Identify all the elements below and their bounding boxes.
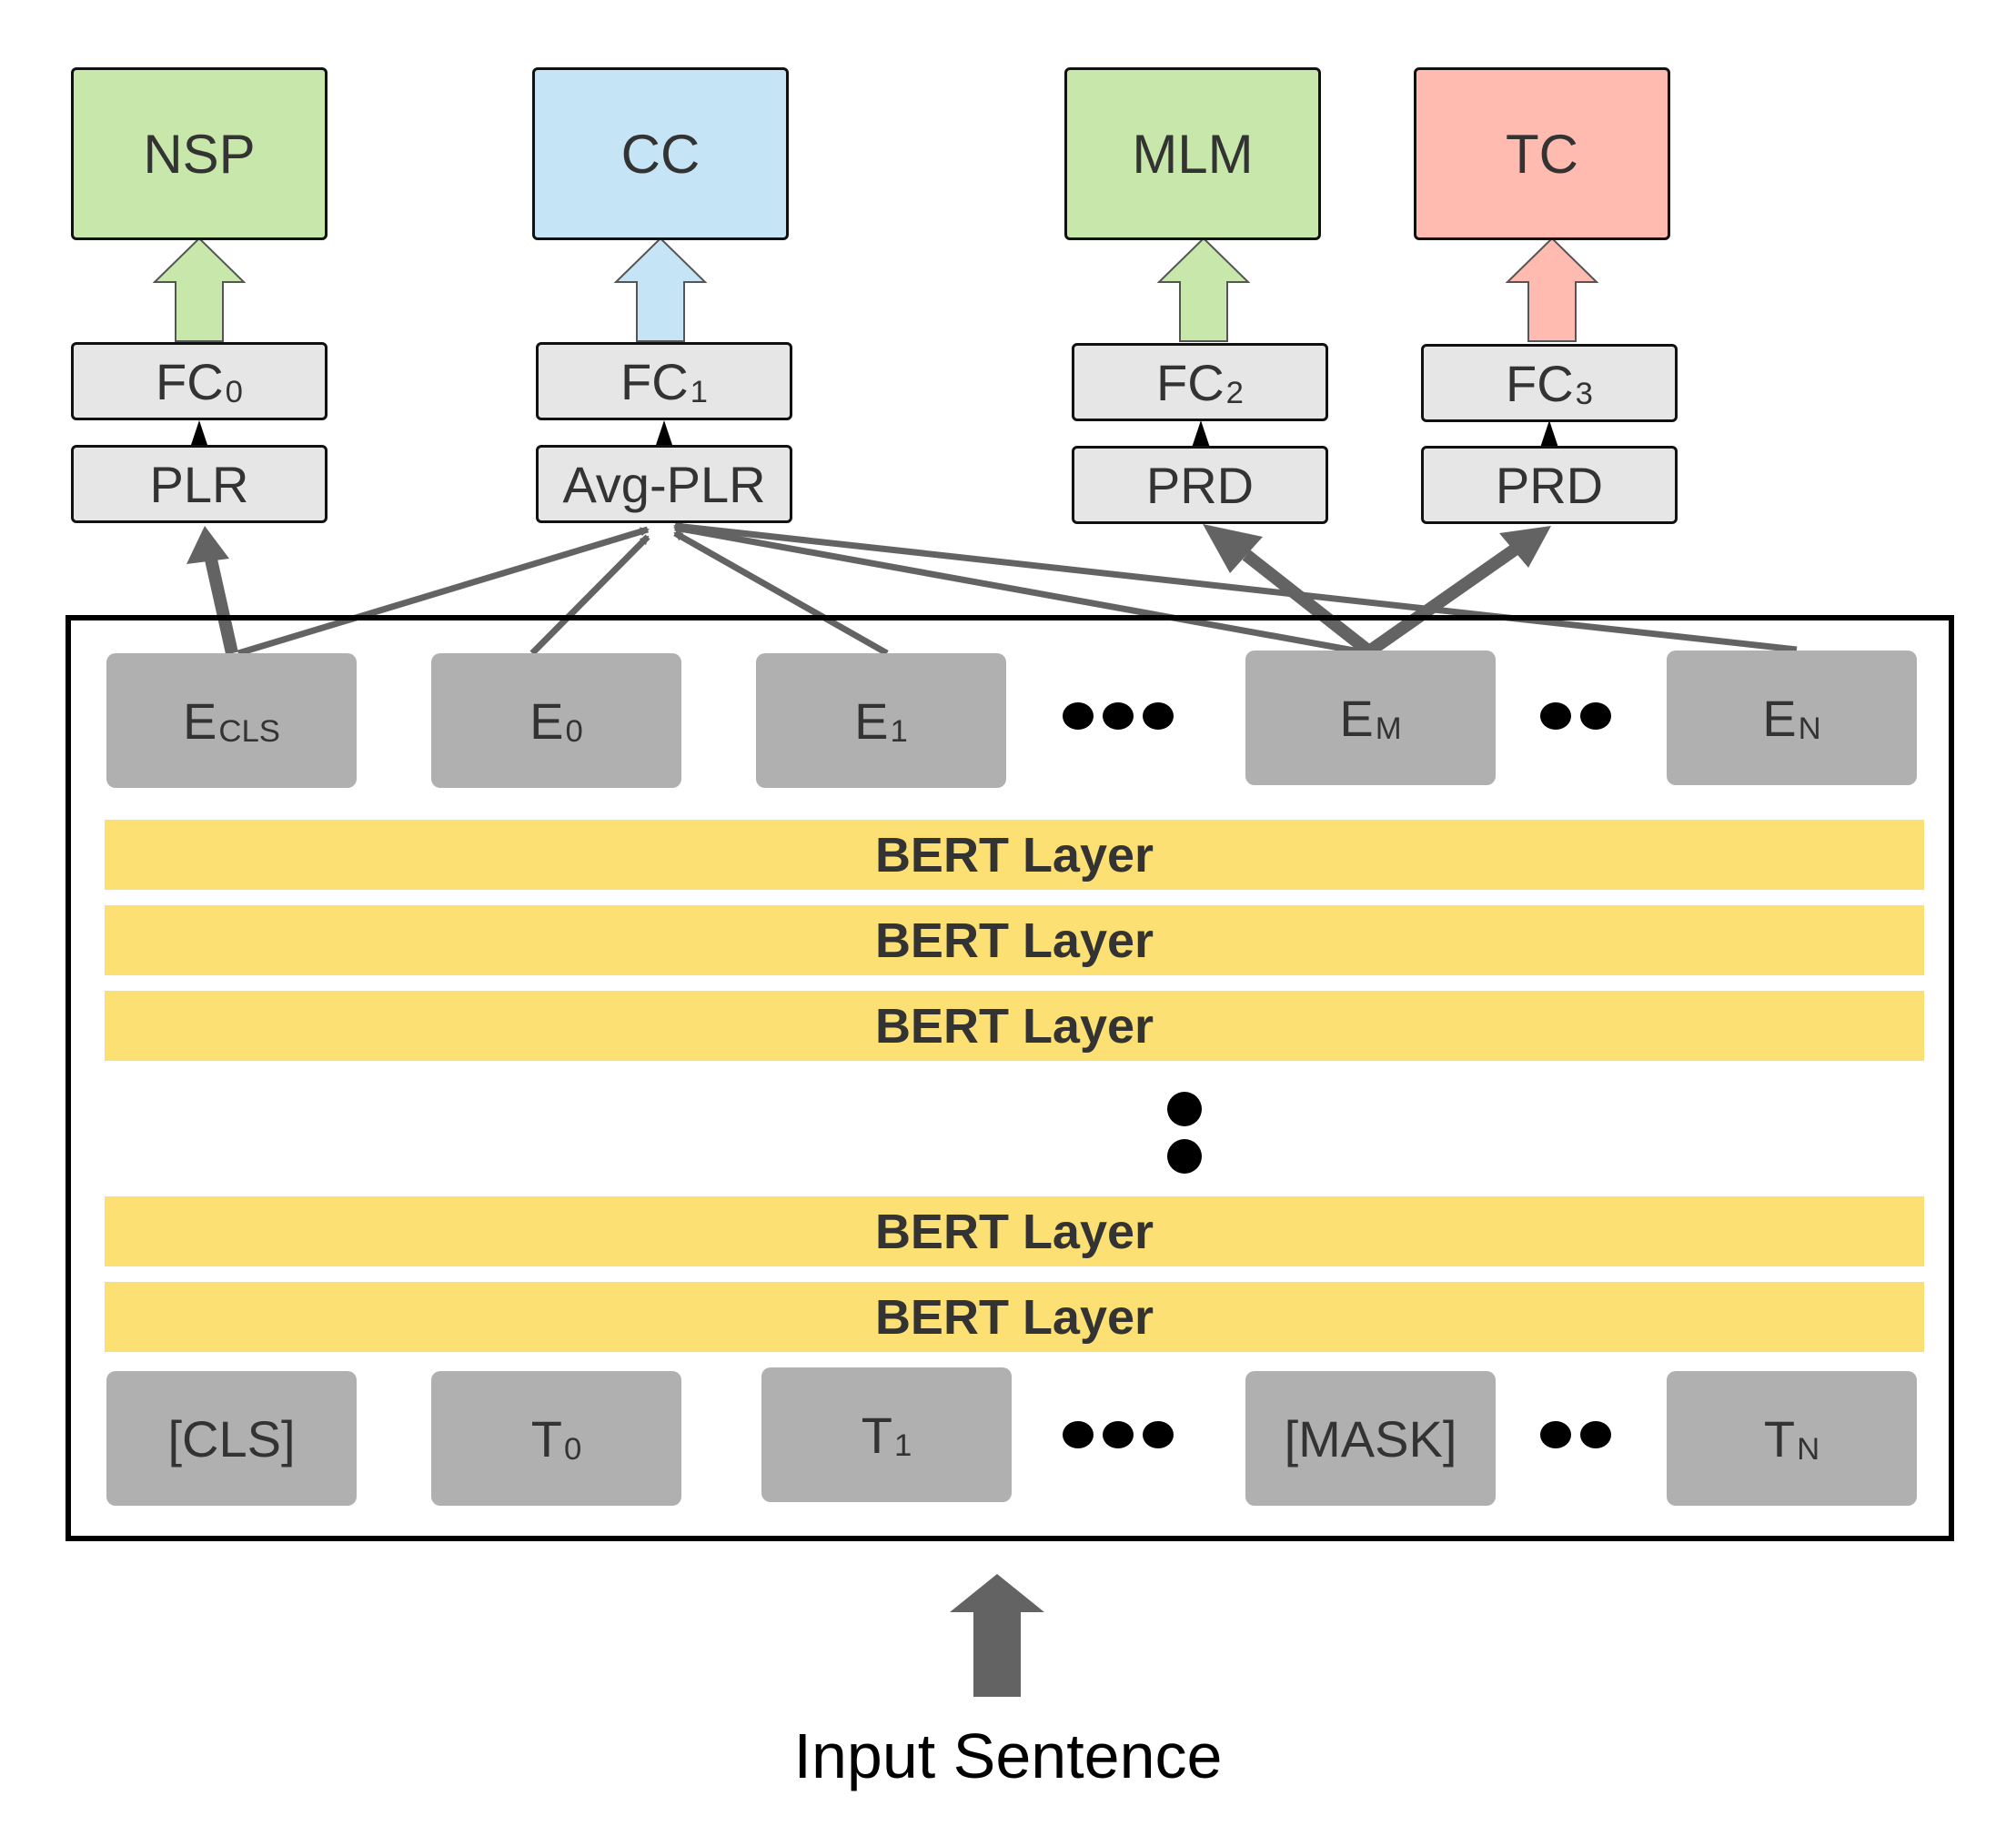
avgplr-to-fc1-arrow xyxy=(655,420,673,448)
task-label-nsp: NSP xyxy=(143,123,256,185)
bert-layer-label-3: BERT Layer xyxy=(874,998,1154,1054)
bert-layer-5: BERT Layer xyxy=(105,1282,1924,1352)
fc-label-1: FC xyxy=(620,352,689,410)
bert-layer-3: BERT Layer xyxy=(105,991,1924,1061)
fc-label-2: FC xyxy=(1156,353,1225,411)
task-label-tc: TC xyxy=(1506,123,1578,185)
fc-label-0: FC xyxy=(156,352,224,410)
fc-sub-2: 2 xyxy=(1225,375,1244,410)
fc-sub-0: 0 xyxy=(225,374,243,409)
task-box-cc: CC xyxy=(532,67,789,240)
bert-encoder-frame xyxy=(66,615,1954,1541)
ecls-to-plr-line xyxy=(205,558,238,655)
token-label-tn: T xyxy=(1763,1409,1796,1468)
embedding-ellipsis-1 xyxy=(1063,702,1174,730)
embedding-label-e0: E xyxy=(529,691,564,750)
em-to-avgplr-line xyxy=(673,524,1370,657)
embedding-ellipsis-2 xyxy=(1540,702,1611,730)
bert-layer-1: BERT Layer xyxy=(105,820,1924,890)
bert-layer-ellipsis xyxy=(1167,1092,1202,1174)
bert-layer-2: BERT Layer xyxy=(105,905,1924,975)
token-ellipsis-1 xyxy=(1063,1421,1174,1448)
embedding-sub-em: M xyxy=(1375,711,1402,746)
embedding-sub-e0: 0 xyxy=(565,713,583,749)
bert-layer-4: BERT Layer xyxy=(105,1196,1924,1266)
plr-to-fc0-arrow xyxy=(190,420,208,448)
input-sentence-label: Input Sentence xyxy=(793,1720,1223,1791)
embedding-sub-ecls: CLS xyxy=(218,713,280,749)
token-label-t1: T xyxy=(861,1406,892,1464)
nsp-output-arrow xyxy=(152,237,247,342)
embedding-sub-en: N xyxy=(1798,711,1821,746)
task-label-mlm: MLM xyxy=(1132,123,1254,185)
e0-to-avgplr-line xyxy=(529,534,650,656)
pool-label-plr: PLR xyxy=(149,455,249,513)
fc-sub-3: 3 xyxy=(1575,376,1593,411)
fc-sub-1: 1 xyxy=(690,374,708,409)
ecls-to-avgplr-line xyxy=(237,526,650,657)
tc-output-arrow xyxy=(1505,237,1599,342)
embedding-label-ecls: E xyxy=(183,691,217,750)
token-sub-t0: 0 xyxy=(563,1431,582,1467)
bert-layer-label-5: BERT Layer xyxy=(874,1289,1154,1345)
token-sub-tn: N xyxy=(1797,1431,1820,1467)
token-ellipsis-2 xyxy=(1540,1421,1611,1448)
e1-to-avgplr-line xyxy=(673,530,889,657)
pool-box-avg-plr: Avg-PLR xyxy=(536,445,792,523)
em-to-prd3-head xyxy=(1499,526,1551,568)
bert-layer-label-2: BERT Layer xyxy=(874,913,1154,968)
task-box-mlm: MLM xyxy=(1064,67,1321,240)
token-label-t0: T xyxy=(530,1409,562,1468)
ecls-to-plr-head xyxy=(186,526,229,564)
pool-box-plr: PLR xyxy=(71,445,328,523)
task-box-nsp: NSP xyxy=(71,67,328,240)
token-mask: [MASK] xyxy=(1245,1371,1496,1506)
task-label-cc: CC xyxy=(620,123,701,185)
em-to-prd3-line xyxy=(1365,544,1519,657)
em-to-prd2-head xyxy=(1203,524,1263,573)
pool-label-avg-plr: Avg-PLR xyxy=(562,455,766,513)
input-arrow xyxy=(950,1574,1044,1697)
en-to-avgplr-line xyxy=(673,521,1798,653)
prd-to-fc2-arrow xyxy=(1192,420,1210,448)
em-to-prd2-line xyxy=(1242,550,1374,657)
prd-to-fc3-arrow xyxy=(1540,420,1558,448)
fc-label-3: FC xyxy=(1506,354,1574,412)
token-sub-t1: 1 xyxy=(893,1427,912,1463)
token-cls: [CLS] xyxy=(106,1371,357,1506)
pool-box-prd-2: PRD xyxy=(1072,446,1328,524)
bert-layer-label-4: BERT Layer xyxy=(874,1204,1154,1259)
embedding-label-en: E xyxy=(1762,689,1797,747)
embedding-label-em: E xyxy=(1339,689,1374,747)
bert-layer-label-1: BERT Layer xyxy=(874,827,1154,883)
token-label-cls: [CLS] xyxy=(167,1409,296,1468)
pool-box-prd-3: PRD xyxy=(1421,446,1678,524)
task-box-tc: TC xyxy=(1414,67,1670,240)
pool-label-prd-3: PRD xyxy=(1495,456,1604,514)
mlm-output-arrow xyxy=(1156,237,1251,342)
cc-output-arrow xyxy=(613,237,708,342)
embedding-label-e1: E xyxy=(854,691,889,750)
token-label-mask: [MASK] xyxy=(1284,1409,1457,1468)
embedding-sub-e1: 1 xyxy=(890,713,908,749)
pool-label-prd-2: PRD xyxy=(1145,456,1255,514)
